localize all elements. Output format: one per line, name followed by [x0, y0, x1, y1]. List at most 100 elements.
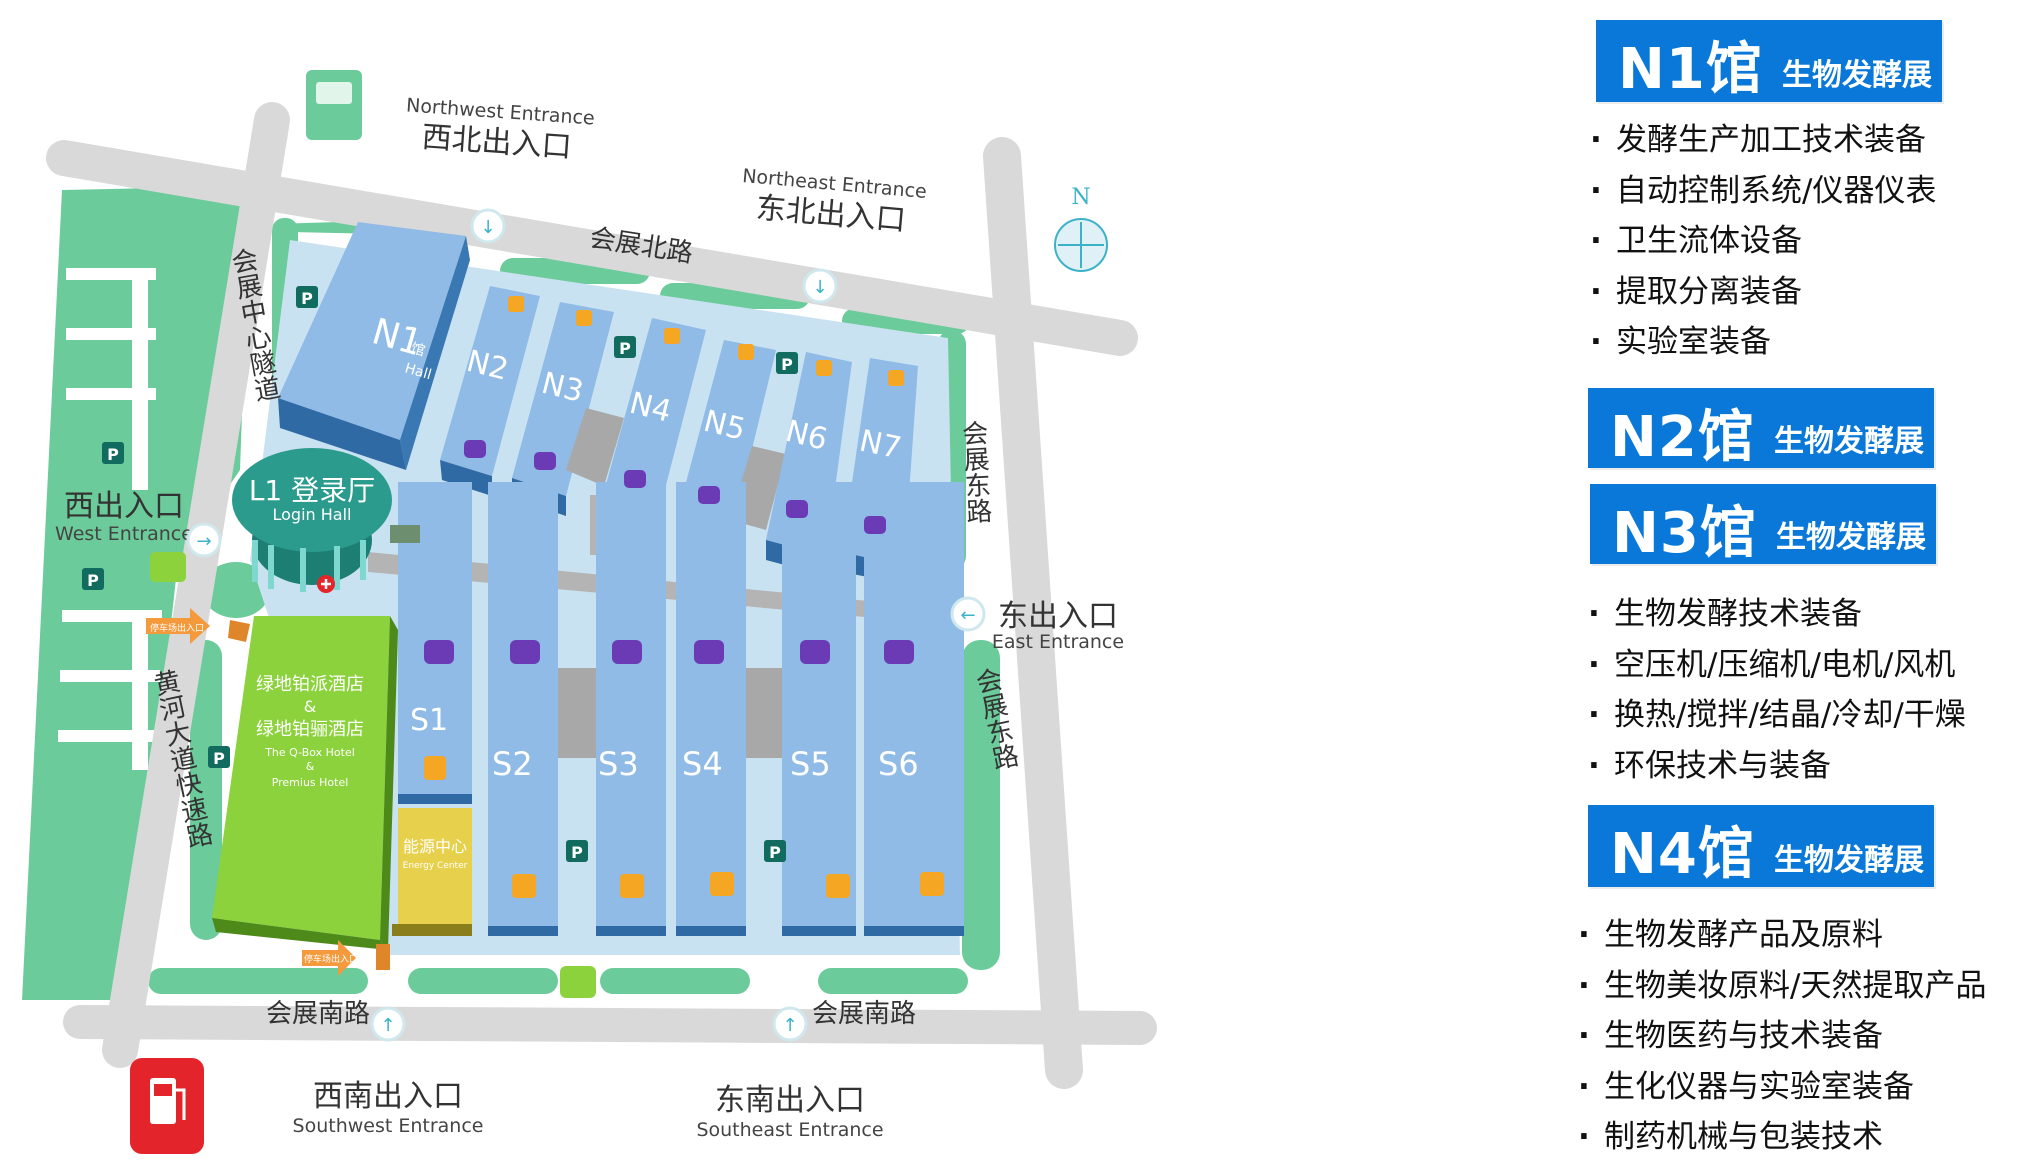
- green-strip-expressway: [190, 640, 222, 940]
- list-item: ·发酵生产加工技术装备: [1590, 122, 1926, 158]
- hall-category-n4: 生物发酵展: [1774, 843, 1924, 878]
- service-desk-icon: [510, 640, 540, 664]
- list-item: ·生物医药与技术装备: [1578, 1018, 1883, 1054]
- entrance-marker-nw[interactable]: ↓: [470, 208, 506, 244]
- parking-icon: P: [82, 568, 104, 590]
- list-item: ·换热/搅拌/结晶/冷却/干燥: [1588, 697, 1966, 733]
- hall-N1[interactable]: N1 馆 Hall: [278, 222, 470, 470]
- list-item: ·卫生流体设备: [1590, 223, 1802, 259]
- parking-entrance-arrow-west: [146, 608, 210, 644]
- connector-s2-s3: [558, 668, 596, 758]
- list-item: ·制药机械与包装技术: [1578, 1119, 1883, 1155]
- bus-icons: [150, 70, 596, 998]
- entrance-sw-en: Southwest Entrance: [293, 1115, 484, 1137]
- service-desk-icon: [464, 440, 486, 458]
- roads: [46, 102, 1157, 1089]
- west-parking-stripes: [58, 268, 162, 770]
- hall-label-N7: N7: [856, 424, 904, 467]
- hall-S3[interactable]: S3: [596, 482, 666, 936]
- hall-S2[interactable]: S2: [488, 482, 558, 936]
- login-hall[interactable]: L1 登录厅 Login Hall: [232, 448, 392, 593]
- entrance-sw-cn: 西南出入口: [313, 1079, 463, 1114]
- svg-text:N7: N7: [856, 424, 904, 467]
- arrow-down-icon: ↓: [812, 277, 827, 298]
- svg-text:会展东路: 会展东路: [957, 419, 992, 525]
- bus-stop-icon: [560, 966, 596, 998]
- road-label-east-upper: 会展东路: [957, 419, 992, 525]
- food-icons: [424, 296, 944, 898]
- list-item: ·生物美妆原料/天然提取产品: [1578, 967, 1987, 1004]
- connector-n3-n4: [566, 408, 624, 486]
- service-icons: [424, 440, 914, 664]
- hotel-name-cn-2: 绿地铂骊酒店: [256, 719, 364, 740]
- restaurant-icon: [816, 360, 832, 376]
- entrance-marker-se[interactable]: ↑: [772, 1006, 808, 1042]
- list-item: ·提取分离装备: [1590, 273, 1802, 310]
- svg-text:会展南路: 会展南路: [266, 999, 370, 1029]
- hall-box-n4[interactable]: N4馆 生物发酵展: [1588, 805, 1934, 887]
- parking-icon: P: [102, 442, 124, 464]
- svg-text:东出入口: 东出入口: [998, 599, 1118, 634]
- hall-box-n3[interactable]: N3馆 生物发酵展: [1590, 484, 1936, 566]
- svg-text:能源中心: 能源中心: [403, 837, 467, 856]
- service-desk-icon: [698, 486, 720, 504]
- svg-text:S2: S2: [492, 745, 533, 783]
- entrance-marker-e[interactable]: ←: [950, 596, 986, 632]
- entrance-marker-w[interactable]: →: [186, 522, 222, 558]
- road-south: [63, 1005, 1157, 1045]
- service-desk-icon: [864, 516, 886, 534]
- parking-icon: P: [208, 746, 230, 768]
- hall-category-n2: 生物发酵展: [1774, 424, 1924, 459]
- parking-icon: P: [296, 286, 318, 308]
- svg-text:停车场出入口: 停车场出入口: [150, 622, 204, 634]
- svg-text:S5: S5: [790, 745, 831, 783]
- hall-S6[interactable]: S6: [864, 482, 964, 936]
- hotel-amp-2: &: [306, 760, 315, 773]
- hall-items-n3: ·生物发酵技术装备 ·空压机/压缩机/电机/风机 ·换热/搅拌/结晶/冷却/干燥…: [1588, 589, 1966, 791]
- hotel[interactable]: 绿地铂派酒店 & 绿地铂骊酒店 The Q-Box Hotel & Premiu…: [212, 616, 398, 950]
- restaurant-icon: [512, 874, 536, 898]
- arrow-up-icon: ↑: [782, 1015, 797, 1036]
- hall-S4[interactable]: S4: [676, 482, 746, 936]
- restaurant-icon: [620, 874, 644, 898]
- hall-title-n3: N3馆: [1612, 501, 1757, 566]
- bus-stop-icon: [150, 552, 186, 582]
- svg-text:P: P: [87, 571, 99, 590]
- road-east: [983, 137, 1083, 1089]
- entrance-w-en: West Entrance: [55, 523, 193, 545]
- svg-text:P: P: [571, 843, 583, 862]
- hall-title-n2: N2馆: [1610, 405, 1755, 470]
- list-item: ·自动控制系统/仪器仪表: [1590, 172, 1937, 209]
- fuel-station[interactable]: [130, 1058, 204, 1154]
- energy-center: 能源中心 Energy Center: [392, 808, 472, 936]
- restaurant-icon: [710, 872, 734, 896]
- parking-entrance-label-west: 停车场出入口: [150, 622, 204, 634]
- svg-text:The Q-Box Hotel: The Q-Box Hotel: [264, 746, 355, 759]
- hall-box-n2[interactable]: N2馆 生物发酵展: [1588, 388, 1934, 470]
- svg-text:N: N: [1071, 185, 1090, 210]
- hall-category-n1: 生物发酵展: [1782, 58, 1932, 93]
- hall-N2[interactable]: N2: [440, 286, 540, 496]
- hall-box-n1[interactable]: N1馆 生物发酵展: [1596, 20, 1942, 102]
- service-desk-icon: [800, 640, 830, 664]
- hall-label-S3: S3: [598, 745, 639, 783]
- entrance-marker-sw[interactable]: ↑: [370, 1006, 406, 1042]
- entrance-e-en: East Entrance: [992, 631, 1124, 653]
- restaurant-icon: [826, 874, 850, 898]
- entrance-nw-cn: 西北出入口: [421, 120, 573, 165]
- hall-S5[interactable]: S5: [782, 482, 856, 936]
- svg-text:会展南路: 会展南路: [812, 999, 916, 1029]
- hall-label-S6: S6: [878, 745, 919, 783]
- list-item: ·空压机/压缩机/电机/风机: [1588, 646, 1956, 683]
- entrance-marker-ne[interactable]: ↓: [802, 268, 838, 304]
- hall-label-S2: S2: [492, 745, 533, 783]
- svg-text:西出入口: 西出入口: [64, 489, 184, 524]
- connector-s4-s5: [746, 668, 782, 758]
- svg-text:绿地铂骊酒店: 绿地铂骊酒店: [256, 719, 364, 740]
- svg-text:Energy Center: Energy Center: [403, 861, 468, 871]
- hall-suffix-cn: 馆: [409, 340, 427, 359]
- green-strip-south-1: [148, 968, 368, 994]
- svg-text:P: P: [781, 355, 793, 374]
- restaurant-icon: [508, 296, 524, 312]
- green-strip-south-2: [408, 968, 558, 994]
